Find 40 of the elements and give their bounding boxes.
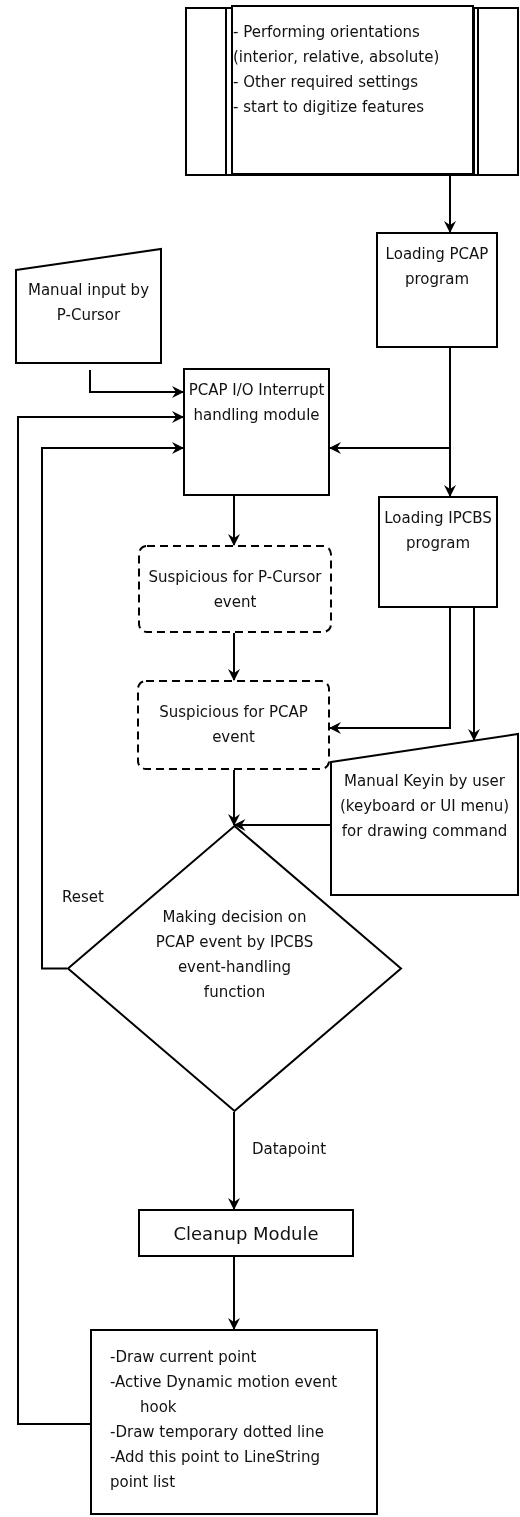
process-box: [183, 368, 330, 496]
node-text: -Draw current point: [110, 1347, 258, 1368]
node-text: Cleanup Module: [172, 1222, 320, 1246]
node-text: -Active Dynamic motion event hook: [110, 1372, 339, 1418]
node-text: Suspicious for P-Cursor event: [147, 567, 323, 613]
node-text: PCAP I/O Interrupt handling module: [187, 380, 326, 426]
process-box: [378, 496, 498, 608]
node-text: - Performing orientations (interior, relative, absolute): [233, 22, 441, 68]
node-text: Loading IPCBS program: [383, 508, 493, 554]
predefined-process-box: [185, 6, 519, 176]
node-text: Suspicious for PCAP event: [158, 702, 309, 748]
process-box: [138, 1209, 354, 1257]
node-text: -Draw temporary dotted line: [110, 1422, 325, 1443]
manual-input-shape: [15, 248, 162, 364]
arrow: [228, 769, 240, 826]
arrow: [468, 607, 480, 741]
arrow: [41, 442, 184, 970]
node-text: Making decision on PCAP event by IPCBS event-handling function: [154, 907, 315, 1003]
arrow: [228, 1111, 240, 1210]
node-text: - Other required settings: [233, 72, 419, 93]
arrow: [329, 607, 451, 734]
node-text: - start to digitize features: [233, 97, 425, 118]
arrow: [233, 819, 331, 831]
arrow: [228, 1256, 240, 1330]
node-text: Loading PCAP program: [384, 244, 490, 290]
arrow: [444, 175, 456, 233]
process-box: [376, 232, 498, 348]
arrow: [89, 369, 184, 398]
dashed-process-box: [137, 680, 330, 770]
edge-label: Datapoint: [250, 1139, 329, 1159]
arrow: [228, 632, 240, 681]
arrow: [444, 347, 456, 497]
node-text: -Add this point to LineString point list: [110, 1447, 321, 1493]
process-box: [90, 1329, 378, 1515]
node-text: Manual Keyin by user (keyboard or UI menu) for drawing command: [338, 771, 511, 842]
dashed-process-box: [138, 545, 332, 633]
arrow: [17, 411, 184, 1425]
node-text: Manual input by P-Cursor: [27, 280, 150, 326]
arrow: [228, 495, 240, 546]
manual-input-shape: [330, 733, 519, 896]
